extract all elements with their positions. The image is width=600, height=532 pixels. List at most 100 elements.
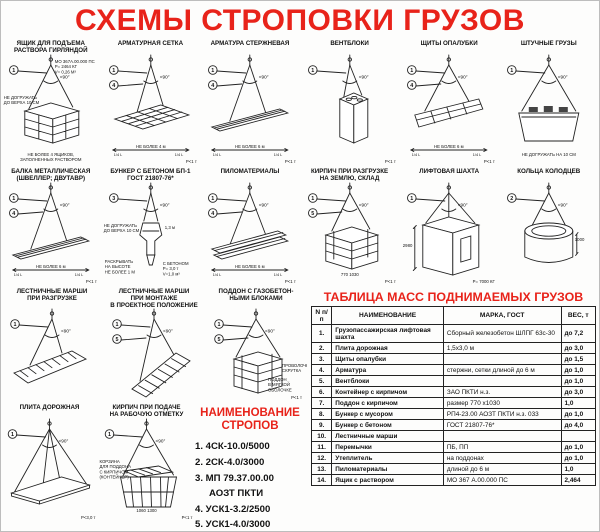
sling-name-item: 4. УСК1-3.2/2500 (195, 503, 271, 515)
marker-badge (208, 193, 218, 203)
marker-number: 1 (116, 322, 119, 328)
dim-label: НЕ БОЛЕЕ 6 м (235, 144, 265, 149)
marker-number: 1 (311, 68, 314, 74)
diagram-title: ПИЛОМАТЕРИАЛЫ (220, 168, 280, 175)
table-cell: Ящик с раствором (331, 474, 444, 486)
note-text: НЕ БОЛЕЕ 4 ЯЩИКОВ, (27, 152, 74, 157)
sling-heading-line1: НАИМЕНОВАНИЕ (200, 407, 300, 419)
marker-badge (307, 208, 318, 218)
dim-label: НЕ БОЛЕЕ 6 м (235, 264, 265, 269)
table-cell: Поддон с кирпичом (331, 397, 444, 409)
table-cell: Плита дорожная (331, 342, 444, 354)
marker-badge (10, 319, 20, 329)
footer-note: Р<1 т (285, 159, 296, 164)
marker-number: 4 (12, 211, 15, 217)
note-text: РАСКРЫВАТЬ (104, 259, 133, 264)
table-cell (442, 375, 562, 387)
dim-end-label: 1/4 L (113, 153, 121, 157)
table-cell: Перемычки (331, 441, 444, 453)
angle-label: <90° (163, 329, 173, 334)
marker-number: 1 (112, 68, 115, 74)
note-text: 1000 (575, 237, 585, 242)
table-cell: 12. (310, 452, 333, 464)
angle-label: <90° (558, 203, 568, 208)
note-text: ДЛЯ ПОДДОНА (100, 464, 132, 469)
marker-number: 3 (112, 196, 115, 202)
dim-end-label: 1/4 L (473, 153, 481, 157)
note-text: Р= 3,0 т (162, 266, 178, 271)
table-cell: 7. (310, 397, 333, 409)
sling-name-item: 5. УСК1-4.0/3000 (195, 519, 271, 531)
table-cell: 11. (310, 441, 333, 453)
table-cell: ПБ, ПП (442, 441, 562, 453)
marker-number: 1 (510, 68, 513, 74)
angle-label: <90° (359, 203, 369, 208)
table-cell: до 1,0 (560, 364, 596, 376)
table-cell: 14. (310, 474, 333, 486)
diagram-row-2: БАЛКА МЕТАЛЛИЧЕСКАЯ(ШВЕЛЛЕР; ДВУТАВР)<90… (1, 167, 599, 287)
sling-drawing: <90°1НЕ ДОГРУЖАТЬ НА 10 СМ (507, 54, 580, 157)
marker-badge (307, 193, 318, 203)
table-cell (442, 430, 562, 442)
sling-drawing: <90°1 (10, 308, 88, 384)
marker-badge (214, 319, 224, 329)
marker-number: 5 (311, 211, 314, 217)
sling-name-item: 1. 4СК-10.0/5000 (195, 441, 270, 453)
angle-label: <90° (458, 75, 468, 80)
sling-drawing: <90° 1 5 (112, 308, 191, 398)
table-cell: Пиломатериалы (331, 463, 444, 475)
note-text: V=1,0 м³ (162, 271, 179, 276)
note-text: НЕ ДОГРУЖАТЬ (4, 95, 37, 100)
marker-number: 1 (411, 196, 414, 202)
table-cell: 9. (310, 419, 333, 431)
diagram-balka-metallicheskaya: БАЛКА МЕТАЛЛИЧЕСКАЯ(ШВЕЛЛЕР; ДВУТАВР)<90… (1, 167, 101, 287)
marker-number: 1 (311, 196, 314, 202)
dim-end-label: 1/4 L (274, 153, 282, 157)
note-text: НЕ БОЛЕЕ 1 М (104, 269, 135, 274)
marker-number: 1 (211, 68, 214, 74)
table-cell: размер 770 х1030 (442, 397, 562, 409)
footer-note: Р<1 т (182, 515, 193, 520)
marker-number: 4 (112, 83, 115, 89)
table-cell: 13. (310, 463, 333, 475)
table-header-cell: ВЕС, т (560, 306, 596, 325)
dim-end-label: 1/4 L (412, 153, 420, 157)
table-cell: 4. (310, 364, 333, 376)
marker-badge (9, 208, 19, 218)
marker-number: 1 (11, 432, 14, 438)
table-cell (560, 430, 596, 442)
footer-note: Р<1 т (285, 279, 296, 284)
dim-label: НЕ БОЛЕЕ 6 м (434, 144, 464, 149)
marker-badge (507, 65, 517, 75)
marker-badge (407, 65, 417, 75)
note-text: С БЕТОНОМ (162, 261, 188, 266)
marker-number: 5 (116, 337, 119, 343)
marker-badge (307, 65, 318, 75)
marker-badge (104, 429, 115, 439)
dim-label: НЕ БОЛЕЕ 4 м (136, 144, 166, 149)
